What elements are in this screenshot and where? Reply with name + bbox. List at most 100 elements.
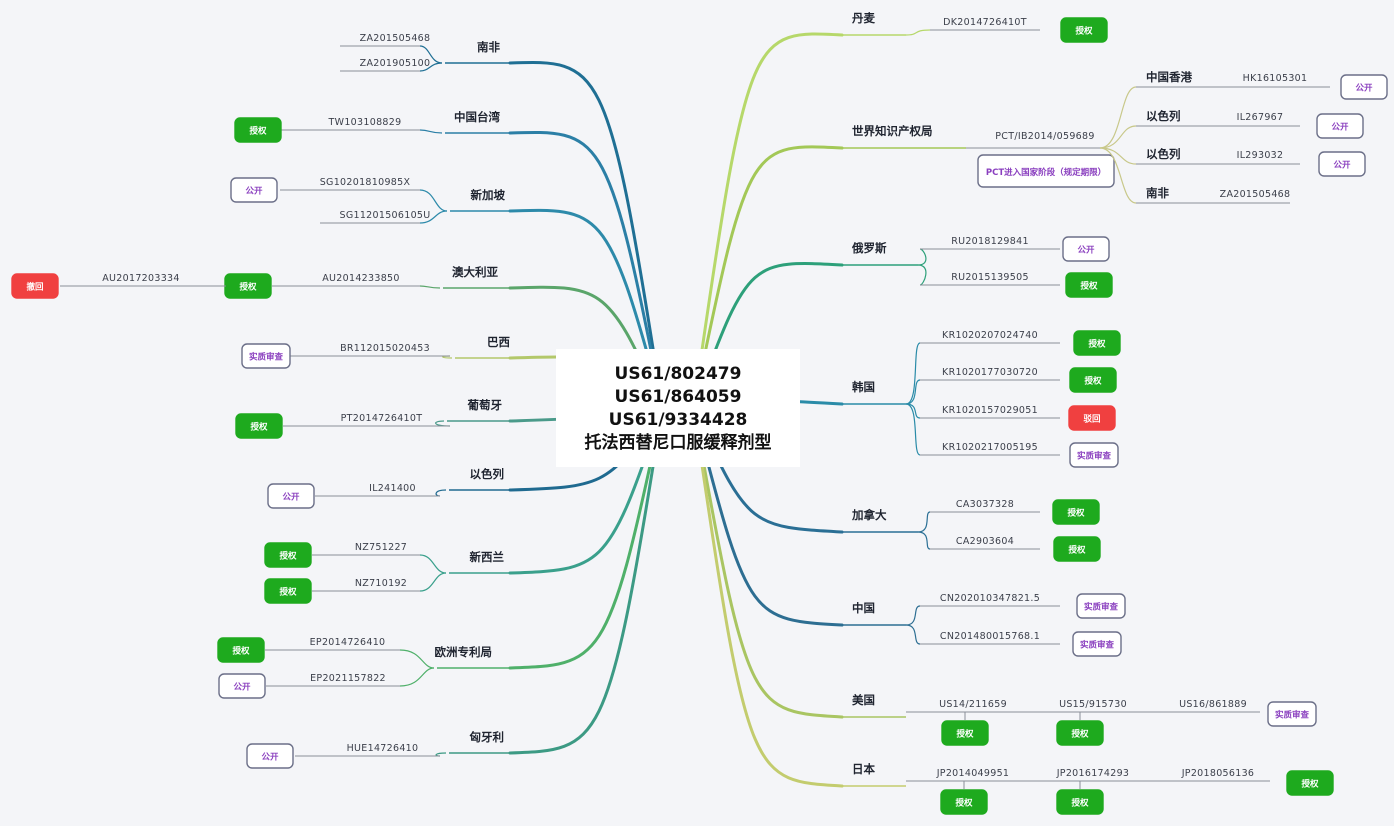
country-left-7: 新西兰 (470, 550, 505, 564)
patent-link-left-2-0 (419, 189, 448, 212)
pct-note-box[interactable]: PCT进入国家阶段（规定期限） (977, 154, 1115, 188)
center-line-2: US61/864059 (614, 387, 742, 407)
pct-number: PCT/IB2014/059689 (995, 131, 1094, 142)
status-badge-left-9-0[interactable]: 公开 (246, 743, 294, 769)
country-left-9: 匈牙利 (469, 730, 505, 744)
status-badge-right-3-0[interactable]: 授权 (1073, 330, 1121, 356)
status-badge-right-4-1-label: 授权 (1068, 545, 1086, 556)
status-badge-left-7-1-label: 授权 (279, 587, 297, 598)
status-badge-left-1-0-box (234, 117, 282, 143)
branch-right-1 (696, 145, 844, 389)
patent-link-left-1-0 (419, 129, 443, 134)
patent-link-right-2-1 (917, 264, 927, 286)
patent-link-right-4-0 (917, 511, 931, 533)
status-badge-right-7-0[interactable]: 授权 (940, 789, 988, 815)
patent-no-left-2-0: SG10201810985X (320, 177, 411, 188)
patent-link-left-2-1 (419, 210, 448, 224)
status-badge-right-3-1[interactable]: 授权 (1069, 367, 1117, 393)
country-left-3: 澳大利亚 (452, 265, 498, 279)
patent-no-left-8-0: EP2014726410 (310, 637, 386, 648)
status-badge-left-7-1-box (264, 578, 312, 604)
status-badge-right-0-0[interactable]: 授权 (1060, 17, 1108, 43)
patent-link-right-5-1 (905, 624, 921, 645)
patent-no-left-4-0: BR112015020453 (340, 343, 430, 354)
pct-sub-badge-0-box (1340, 74, 1388, 100)
status-badge-left-1-0[interactable]: 授权 (234, 117, 282, 143)
status-badge-left-6-0[interactable]: 公开 (267, 483, 315, 509)
status-badge-right-4-0[interactable]: 授权 (1052, 499, 1100, 525)
patent-link-right-2-0 (917, 248, 927, 266)
country-right-5: 中国 (852, 601, 875, 615)
status-badge-left-4-0-box (241, 343, 291, 369)
branch-left-8 (508, 427, 660, 670)
status-badge-left-4-0[interactable]: 实质审查 (241, 343, 291, 369)
branch-right-6 (696, 430, 844, 719)
status-badge-right-7-0-label: 授权 (955, 798, 973, 809)
patent-link-right-3-1 (905, 379, 921, 405)
status-badge-right-6-2[interactable]: 实质审查 (1267, 701, 1317, 727)
pct-sub-badge-1[interactable]: 公开 (1316, 113, 1364, 139)
status-badge-left-9-0-box (246, 743, 294, 769)
status-badge-left-5-0[interactable]: 授权 (235, 413, 283, 439)
status-badge-right-5-1-label: 实质审查 (1080, 640, 1115, 651)
status-badge-right-2-0[interactable]: 公开 (1062, 236, 1110, 262)
country-left-2: 新加坡 (471, 188, 506, 202)
child-status-badge-left-3[interactable]: 撤回 (11, 273, 59, 299)
country-left-1: 中国台湾 (454, 110, 500, 124)
patent-no-right-6-0: US14/211659 (939, 699, 1007, 710)
status-badge-right-4-1[interactable]: 授权 (1053, 536, 1101, 562)
patent-link-left-0-0 (419, 45, 443, 64)
pct-sub-badge-1-label: 公开 (1331, 123, 1349, 133)
patent-no-left-0-0: ZA201505468 (360, 33, 431, 44)
pct-sub-country-0: 中国香港 (1146, 70, 1192, 84)
status-badge-left-3-0[interactable]: 授权 (224, 273, 272, 299)
status-badge-right-3-0-label: 授权 (1088, 339, 1106, 350)
patent-no-left-6-0: IL241400 (369, 483, 416, 494)
branch-right-0 (696, 32, 844, 380)
patent-no-left-3-0: AU2014233850 (322, 273, 400, 284)
status-badge-right-6-1[interactable]: 授权 (1056, 720, 1104, 746)
status-badge-left-8-0-label: 授权 (232, 646, 250, 657)
status-badge-right-4-1-box (1053, 536, 1101, 562)
pct-sub-badge-2[interactable]: 公开 (1318, 151, 1366, 177)
central-topic[interactable]: US61/802479 US61/864059 US61/9334428 托法西… (556, 349, 800, 467)
patent-no-right-6-1: US15/915730 (1059, 699, 1127, 710)
status-badge-right-6-2-box (1267, 701, 1317, 727)
patent-no-right-4-0: CA3037328 (956, 499, 1014, 510)
status-badge-right-7-2[interactable]: 授权 (1286, 770, 1334, 796)
country-right-2: 俄罗斯 (851, 241, 887, 255)
status-badge-left-2-0[interactable]: 公开 (230, 177, 278, 203)
pct-sub-badge-0[interactable]: 公开 (1340, 74, 1388, 100)
status-badge-right-3-2[interactable]: 驳回 (1068, 405, 1116, 431)
status-badge-right-2-1[interactable]: 授权 (1065, 272, 1113, 298)
pct-sub-country-2: 以色列 (1146, 147, 1181, 161)
status-badge-left-7-1[interactable]: 授权 (264, 578, 312, 604)
status-badge-right-5-0[interactable]: 实质审查 (1076, 593, 1126, 619)
patent-no-left-8-1: EP2021157822 (310, 673, 386, 684)
status-badge-left-8-0[interactable]: 授权 (217, 637, 265, 663)
status-badge-right-7-1[interactable]: 授权 (1056, 789, 1104, 815)
status-badge-right-7-2-label: 授权 (1301, 779, 1319, 790)
pct-sub-badge-0-label: 公开 (1355, 84, 1373, 94)
status-badge-left-7-0[interactable]: 授权 (264, 542, 312, 568)
status-badge-right-5-0-label: 实质审查 (1084, 602, 1119, 613)
status-badge-right-5-1[interactable]: 实质审查 (1072, 631, 1122, 657)
patent-no-left-0-1: ZA201905100 (360, 58, 431, 69)
status-badge-left-8-1-box (218, 673, 266, 699)
pct-sub-no-0: HK16105301 (1243, 73, 1308, 84)
status-badge-right-6-0[interactable]: 授权 (941, 720, 989, 746)
country-right-3: 韩国 (852, 380, 875, 394)
status-badge-right-3-2-box (1068, 405, 1116, 431)
status-badge-right-3-3-box (1069, 442, 1119, 468)
patent-no-left-1-0: TW103108829 (328, 117, 402, 128)
patent-no-left-9-0: HUE14726410 (347, 743, 419, 754)
branch-left-0 (508, 60, 660, 382)
status-badge-right-7-2-box (1286, 770, 1334, 796)
status-badge-left-8-1[interactable]: 公开 (218, 673, 266, 699)
status-badge-right-3-3[interactable]: 实质审查 (1069, 442, 1119, 468)
center-line-4: 托法西替尼口服缓释剂型 (584, 433, 772, 453)
patent-no-right-7-0: JP2014049951 (936, 768, 1010, 779)
center-line-3: US61/9334428 (608, 410, 748, 430)
patent-link-left-6-0 (435, 489, 447, 497)
